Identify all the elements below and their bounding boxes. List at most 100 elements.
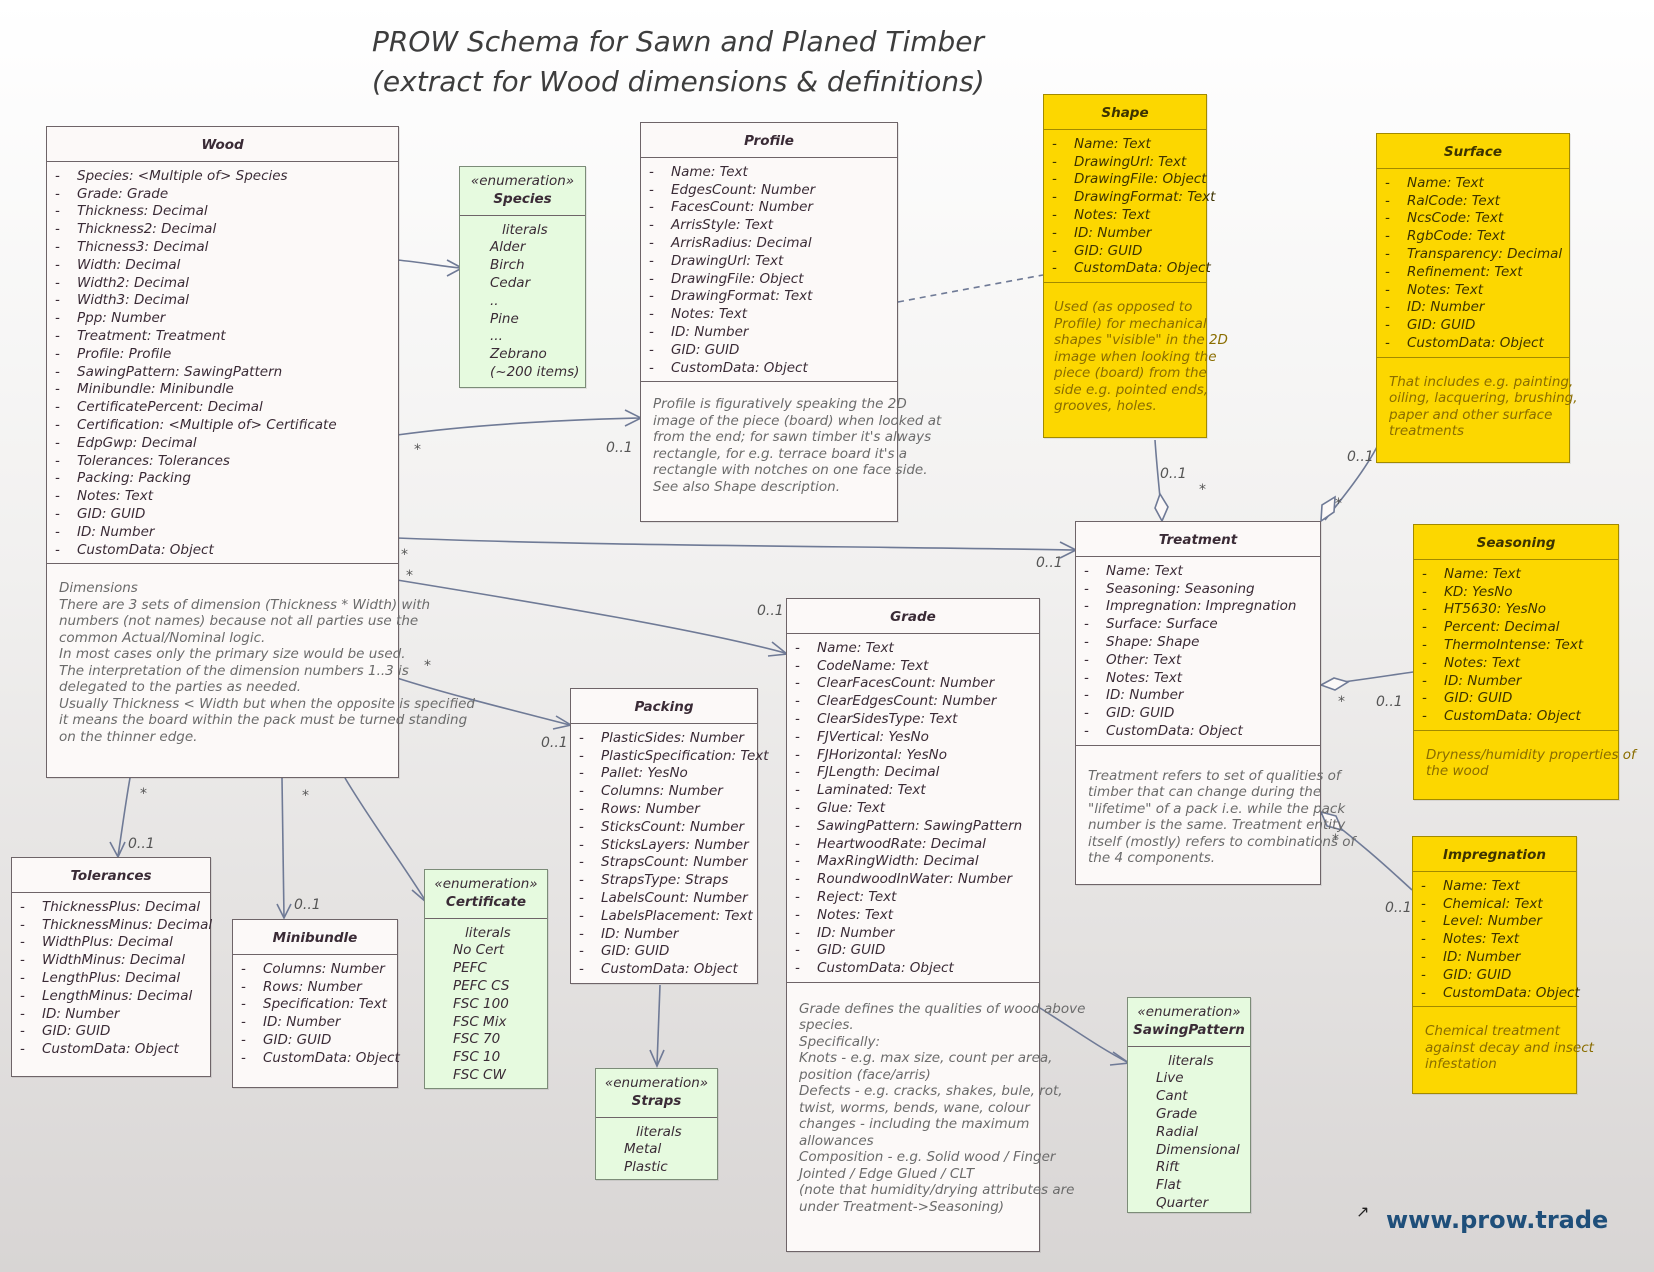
class-seasoning-attributes: Name: TextKD: YesNoHT5630: YesNoPercent:… [1414,560,1618,730]
attribute-item: HT5630: YesNo [1422,601,1614,619]
text-line: common Actual/Nominal logic. [59,629,266,646]
attribute-item: Transparency: Decimal [1385,246,1565,264]
class-wood-attributes: Species: <Multiple of> SpeciesGrade: Gra… [47,162,398,564]
text-line: FSC Mix [453,1013,507,1030]
enum-species-literals-header: literals [502,221,548,238]
text-line: Chemical treatment [1425,1023,1560,1040]
attribute-item: PlasticSides: Number [579,730,753,748]
class-shape: Shape Name: TextDrawingUrl: TextDrawingF… [1043,94,1228,438]
text-line: rectangle, for e.g. terrace board it's a [653,445,908,462]
mult-treatment-seasoning-source: * [1338,694,1345,710]
attribute-item: Shape: Shape [1084,634,1316,652]
attribute-item: ThermoIntense: Text [1422,637,1614,655]
attribute-item: Name: Text [1084,563,1316,581]
class-packing: Packing PlasticSides: NumberPlasticSpeci… [570,688,769,984]
attribute-item: WidthPlus: Decimal [20,934,206,952]
enum-sawingpattern-literals-header: literals [1168,1052,1214,1069]
attribute-item: CustomData: Object [55,542,394,560]
attribute-item: SticksCount: Number [579,819,753,837]
arrow-packing-straps [649,1049,665,1068]
attribute-item: ID: Number [579,926,753,944]
text-line: Defects - e.g. cracks, shakes, bule, rot… [799,1083,1063,1100]
attribute-item: Tolerances: Tolerances [55,453,394,471]
attribute-item: Impregnation: Impregnation [1084,598,1316,616]
attribute-item: SticksLayers: Number [579,837,753,855]
text-line: number is the same. Treatment entity [1088,817,1346,834]
text-line: side e.g. pointed ends, [1054,381,1209,398]
text-line: the 4 components. [1088,850,1216,867]
enum-certificate-literals-header: literals [465,924,511,941]
attribute-item: Name: Text [1421,878,1572,896]
class-grade: Grade Name: TextCodeName: TextClearFaces… [786,598,1086,1252]
text-line: Usually Thickness < Width but when the o… [59,695,475,712]
attribute-item: Chemical: Text [1421,896,1572,914]
text-line: That includes e.g. painting, [1389,373,1574,390]
link-packing-straps [656,984,661,1066]
link-wood-treatment [396,537,1076,551]
attribute-item: ID: Number [795,925,1035,943]
text-line: infestation [1425,1056,1497,1073]
text-line: Flat [1156,1177,1182,1194]
class-grade-attributes: Name: TextCodeName: TextClearFacesCount:… [787,634,1039,982]
attribute-item: FJVertical: YesNo [795,729,1035,747]
attribute-item: Refinement: Text [1385,264,1565,282]
attribute-item: WidthMinus: Decimal [20,952,206,970]
attribute-item: Name: Text [1385,175,1565,193]
external-link-icon[interactable]: ↗ [1356,1202,1370,1221]
attribute-item: Thicness3: Decimal [55,239,394,257]
enum-straps-stereotype: «enumeration» [604,1075,709,1091]
title-line-2: (extract for Wood dimensions & definitio… [372,65,985,98]
text-line: (~200 items) [490,363,580,380]
text-line: Grade defines the qualities of wood abov… [799,1000,1086,1017]
text-line: image when looking the [1054,348,1217,365]
class-impregnation: Impregnation Name: TextChemical: TextLev… [1412,836,1594,1094]
attribute-item: Thickness2: Decimal [55,221,394,239]
link-wood-certificate [344,777,426,901]
class-tolerances: Tolerances ThicknessPlus: DecimalThickne… [11,857,212,1077]
attribute-item: LengthMinus: Decimal [20,988,206,1006]
attribute-item: GID: GUID [579,943,753,961]
enum-sawingpattern-stereotype: «enumeration» [1137,1004,1241,1020]
text-line: delegated to the parties as needed. [59,679,302,696]
diamond-treatment-shape [1154,492,1169,523]
attribute-item: EdgesCount: Number [649,182,893,200]
text-line: Composition - e.g. Solid wood / Finger [799,1149,1056,1166]
mult-wood-treatment-source: * [401,547,408,563]
attribute-item: GID: GUID [1421,967,1572,985]
attribute-item: ID: Number [649,324,893,342]
arrow-wood-packing [552,715,574,730]
class-impregnation-attributes: Name: TextChemical: TextLevel: NumberNot… [1413,872,1580,1007]
attribute-item: CustomData: Object [579,961,753,979]
attribute-item: Certification: <Multiple of> Certificate [55,417,394,435]
attribute-item: RalCode: Text [1385,193,1565,211]
link-wood-grade [396,579,786,654]
site-link[interactable]: www.prow.trade [1386,1206,1609,1234]
class-surface: Surface Name: TextRalCode: TextNcsCode: … [1376,133,1578,463]
attribute-item: ID: Number [1385,299,1565,317]
text-line: shapes "visible" in the 2D [1054,332,1228,349]
link-shape-profile [897,274,1044,303]
class-surface-title: Surface [1377,134,1569,169]
attribute-item: ClearSidesType: Text [795,711,1035,729]
text-line: numbers (not names) because not all part… [59,613,419,630]
attribute-item: ID: Number [1422,673,1614,691]
enum-certificate-title: Certificate [445,893,527,910]
text-line: See also Shape description. [653,478,840,495]
attribute-item: FJLength: Decimal [795,764,1035,782]
attribute-item: Percent: Decimal [1422,619,1614,637]
mult-wood-packing-target: 0..1 [541,735,568,751]
text-line: under Treatment->Seasoning) [799,1198,1005,1215]
attribute-item: ID: Number [1421,949,1572,967]
mult-wood-tolerances-source: * [140,786,147,802]
attribute-item: NcsCode: Text [1385,210,1565,228]
text-line: species. [799,1017,854,1034]
class-treatment: Treatment Name: TextSeasoning: Seasoning… [1075,521,1355,885]
attribute-item: DrawingFile: Object [1052,171,1207,189]
diamond-treatment-seasoning [1319,677,1350,691]
